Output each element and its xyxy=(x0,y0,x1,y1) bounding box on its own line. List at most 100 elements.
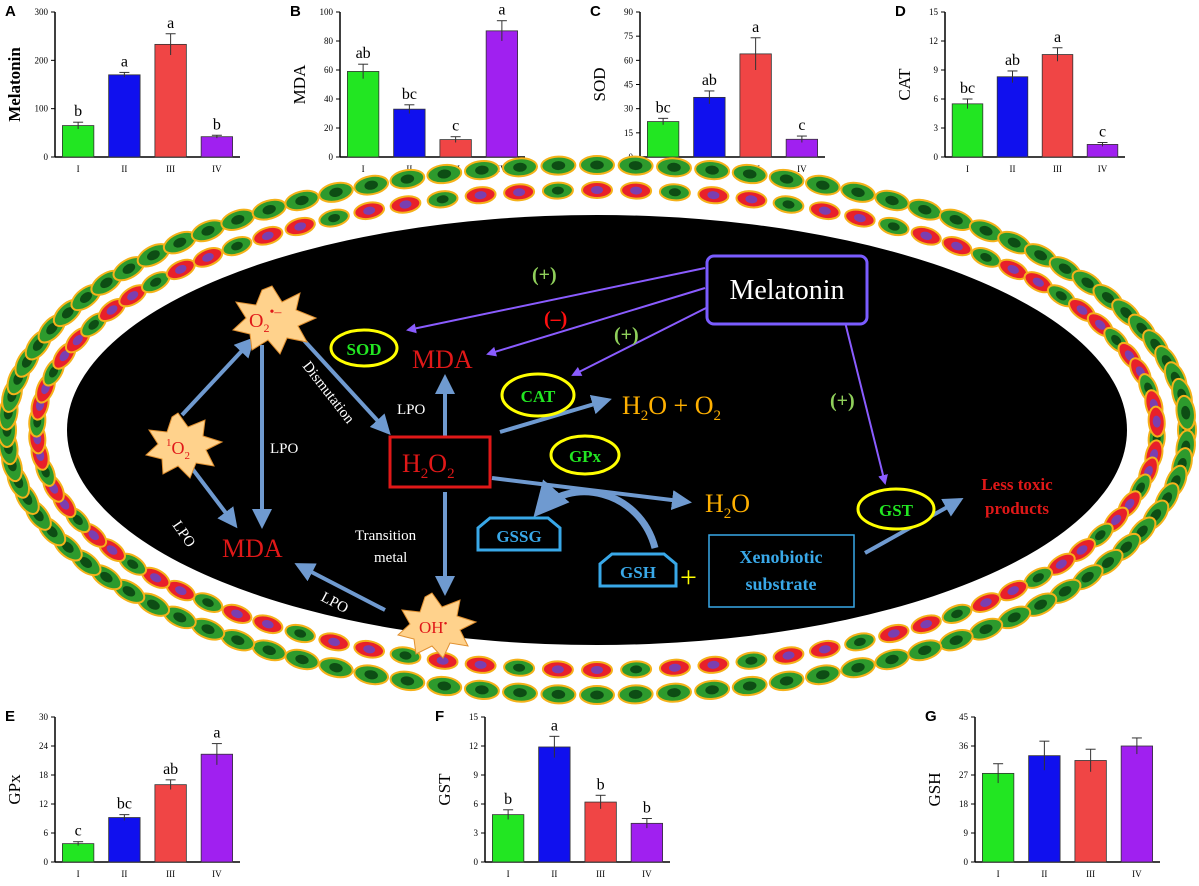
cell xyxy=(579,155,615,175)
cell-nucleus xyxy=(400,676,415,686)
cell-nucleus xyxy=(147,250,160,261)
cell-nucleus xyxy=(949,215,963,225)
starburst-shape xyxy=(231,285,318,355)
cell-nucleus xyxy=(628,161,643,171)
cell-nucleus xyxy=(1152,415,1161,428)
cell xyxy=(464,655,497,674)
significance-letter: ab xyxy=(163,761,178,778)
cell xyxy=(878,623,910,644)
cell-nucleus xyxy=(551,161,566,171)
cell-nucleus xyxy=(329,187,343,197)
significance-letter: a xyxy=(752,19,759,36)
cell-nucleus xyxy=(630,186,643,195)
cell-nucleus xyxy=(1101,292,1115,303)
substrate-label: substrate xyxy=(746,574,817,594)
bar xyxy=(62,125,95,158)
y-axis-label: SOD xyxy=(590,67,609,101)
significance-letter: b xyxy=(597,776,605,793)
cell xyxy=(768,168,805,190)
cell xyxy=(221,236,253,257)
y-tick-label: 12 xyxy=(929,36,938,46)
y-tick-label: 12 xyxy=(469,741,478,751)
y-tick-label: 45 xyxy=(624,80,634,90)
bar xyxy=(1028,755,1061,863)
cell xyxy=(220,629,256,652)
gsh-label: GSH xyxy=(620,563,656,582)
significance-letter: a xyxy=(1054,29,1061,46)
bar xyxy=(630,822,664,863)
chart-panel-c: CSOD0153045607590IbcIIabIIIaIVc xyxy=(590,3,825,174)
cell-nucleus xyxy=(72,514,83,526)
cell-nucleus xyxy=(1055,559,1067,569)
cell xyxy=(463,679,500,700)
cell-nucleus xyxy=(436,195,449,204)
cell-nucleus xyxy=(551,689,566,699)
cell-nucleus xyxy=(127,291,139,301)
cell xyxy=(1023,566,1054,589)
lpo-label-middle: LPO xyxy=(270,441,299,457)
cell xyxy=(1103,506,1130,534)
x-tick-label: IV xyxy=(212,869,222,879)
melatonin-arrows xyxy=(406,267,888,485)
hydroxyl-label: OH• xyxy=(419,618,448,637)
x-tick-label: III xyxy=(1053,164,1062,174)
cell-nucleus xyxy=(1032,573,1044,583)
cell-nucleus xyxy=(329,663,343,673)
cell-nucleus xyxy=(1058,263,1072,274)
cell xyxy=(768,670,805,692)
significance-letter: a xyxy=(551,717,558,734)
transition-label: Transition xyxy=(355,528,417,544)
cell-nucleus xyxy=(513,162,527,172)
y-tick-label: 15 xyxy=(624,128,634,138)
gpx-label: GPx xyxy=(569,447,602,466)
cell-nucleus xyxy=(513,188,526,197)
cell-nucleus xyxy=(173,237,187,248)
bar xyxy=(62,843,95,863)
y-tick-label: 0 xyxy=(329,152,334,162)
cell-nucleus xyxy=(951,609,963,619)
y-tick-label: 0 xyxy=(44,152,49,162)
cell xyxy=(540,684,577,705)
cell-nucleus xyxy=(201,225,215,236)
cell-nucleus xyxy=(979,225,993,236)
cell-nucleus xyxy=(231,215,245,225)
cell xyxy=(907,198,943,221)
cell xyxy=(579,685,615,705)
cell-nucleus xyxy=(707,191,720,200)
cell-interior xyxy=(67,215,1127,645)
plus-sign: + xyxy=(680,561,697,594)
cell xyxy=(805,664,841,686)
sign-plus-cat: (+) xyxy=(614,324,639,346)
bar xyxy=(996,76,1029,158)
cell-nucleus xyxy=(202,253,214,262)
cell xyxy=(735,190,768,209)
cell-nucleus xyxy=(364,670,378,680)
cell-nucleus xyxy=(1095,530,1106,541)
bar xyxy=(584,801,617,863)
y-tick-label: 3 xyxy=(474,828,479,838)
cell-nucleus xyxy=(147,599,160,610)
bar xyxy=(346,71,380,158)
cell xyxy=(735,651,768,670)
singlet-oxygen-label: 1O2 xyxy=(166,437,190,462)
enzyme-gst: GST xyxy=(856,487,936,531)
cell-nucleus xyxy=(818,645,831,654)
gssg-label: GSSG xyxy=(496,527,541,546)
cell-nucleus xyxy=(1007,264,1019,274)
cell-nucleus xyxy=(1081,571,1094,583)
y-tick-label: 40 xyxy=(324,94,334,104)
cell xyxy=(581,661,613,679)
bar xyxy=(108,74,141,158)
cell-nucleus xyxy=(668,188,681,197)
x-tick-label: III xyxy=(166,869,175,879)
cell-nucleus xyxy=(628,689,643,699)
cell-nucleus xyxy=(745,195,758,204)
cell-nucleus xyxy=(1120,541,1133,553)
y-tick-label: 200 xyxy=(35,55,49,65)
arrow-o2-singlet-to-superoxide xyxy=(180,337,255,417)
x-tick-label: IV xyxy=(642,869,652,879)
panel-letter: G xyxy=(925,708,937,725)
y-tick-label: 0 xyxy=(934,152,939,162)
cell-nucleus xyxy=(918,645,932,656)
